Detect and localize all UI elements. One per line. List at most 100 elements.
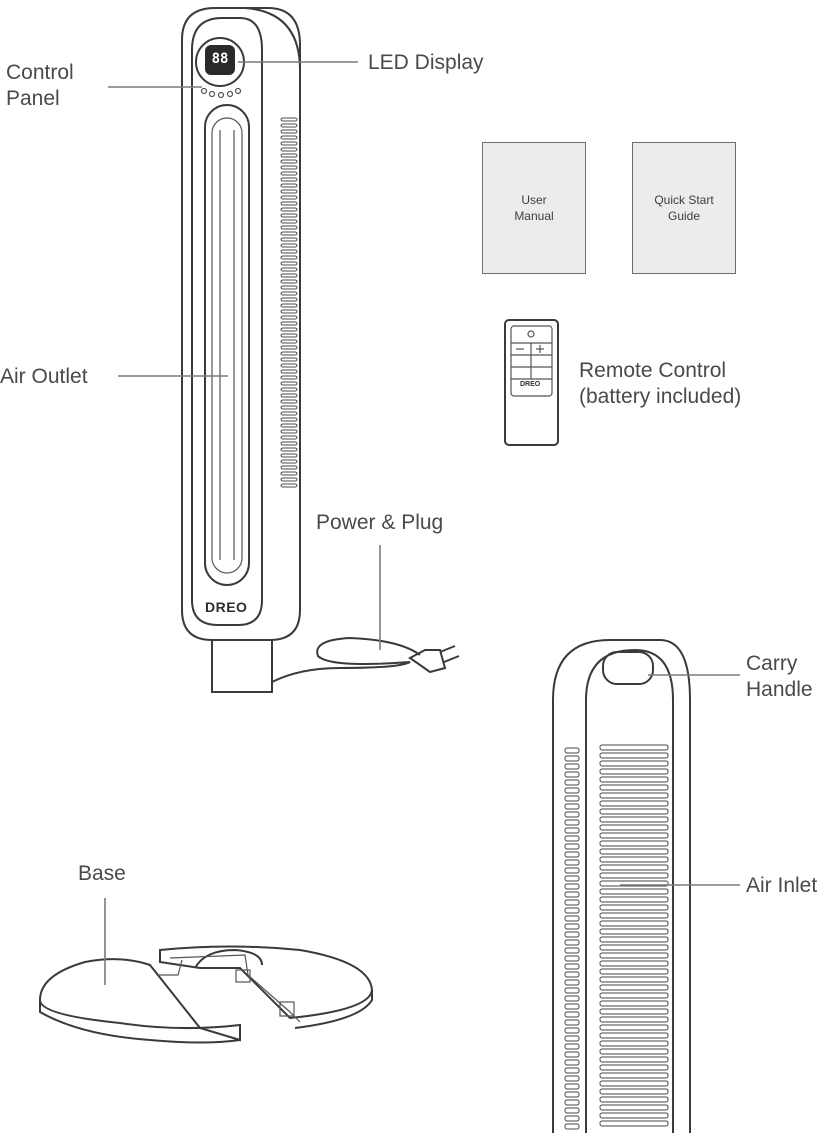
vent-slat [280, 195, 298, 200]
vent-slat [280, 417, 298, 422]
vent-slat [564, 979, 580, 986]
vent-slat [564, 1011, 580, 1018]
vent-slat [564, 747, 580, 754]
vent-slat [280, 339, 298, 344]
tower-fan-front [181, 7, 460, 693]
vent-slat [599, 880, 669, 887]
vent-slat [280, 423, 298, 428]
vent-slat [280, 201, 298, 206]
vent-slat [599, 1000, 669, 1007]
vent-slat [564, 987, 580, 994]
vent-slat [280, 207, 298, 212]
vent-slat [280, 459, 298, 464]
vent-slat [599, 824, 669, 831]
vent-slat [280, 315, 298, 320]
vent-slat [280, 135, 298, 140]
vent-slat [280, 249, 298, 254]
vent-slat [564, 795, 580, 802]
vent-slat [599, 976, 669, 983]
vent-slat [599, 896, 669, 903]
vent-slat [564, 843, 580, 850]
vent-slat [564, 803, 580, 810]
vent-slat [599, 840, 669, 847]
side-vents [280, 117, 298, 488]
user-manual-title-line2: Manual [514, 209, 554, 223]
vent-slat [599, 944, 669, 951]
label-power-plug: Power & Plug [316, 511, 444, 534]
vent-slat [599, 1056, 669, 1063]
vent-slat [564, 1051, 580, 1058]
vent-slat [599, 1048, 669, 1055]
vent-slat [599, 792, 669, 799]
vent-slat [564, 851, 580, 858]
vent-slat [280, 141, 298, 146]
vent-slat [280, 129, 298, 134]
vent-slat [280, 333, 298, 338]
vent-slat [599, 904, 669, 911]
vent-slat [280, 171, 298, 176]
vent-slat [564, 1075, 580, 1082]
vent-slat [599, 992, 669, 999]
vent-slat [280, 153, 298, 158]
vent-slat [280, 177, 298, 182]
vent-slat [599, 984, 669, 991]
vent-slat [564, 875, 580, 882]
vent-slat [599, 768, 669, 775]
vent-slat [280, 351, 298, 356]
vent-slat [564, 1027, 580, 1034]
vent-slat [280, 453, 298, 458]
vent-slat [280, 363, 298, 368]
vent-slat [280, 189, 298, 194]
vent-slat [564, 1043, 580, 1050]
label-control-panel: Control Panel [6, 61, 74, 110]
vent-slat [280, 255, 298, 260]
rear-vents [599, 744, 669, 1127]
vent-slat [280, 447, 298, 452]
vent-slat [280, 309, 298, 314]
label-led-display: LED Display [368, 51, 484, 74]
vent-slat [599, 1040, 669, 1047]
label-carry-handle: Carry Handle [746, 652, 813, 701]
vent-slat [280, 357, 298, 362]
brand-logo: DREO [205, 599, 248, 615]
label-remote-control: Remote Control (battery included) [579, 359, 742, 408]
vent-slat [564, 995, 580, 1002]
air-outlet-slot [204, 104, 250, 586]
vent-slat [564, 859, 580, 866]
vent-slat [564, 835, 580, 842]
vent-slat [564, 1107, 580, 1114]
label-air-outlet: Air Outlet [0, 365, 88, 388]
vent-slat [599, 888, 669, 895]
vent-slat [599, 1024, 669, 1031]
vent-slat [280, 465, 298, 470]
vent-slat [599, 832, 669, 839]
vent-slat [599, 1072, 669, 1079]
vent-slat [564, 955, 580, 962]
tower-fan-rear [552, 639, 691, 1133]
vent-slat [280, 285, 298, 290]
vent-slat [599, 1088, 669, 1095]
vent-slat [280, 261, 298, 266]
vent-slat [599, 872, 669, 879]
vent-slat [599, 1064, 669, 1071]
vent-slat [280, 219, 298, 224]
vent-slat [564, 1059, 580, 1066]
vent-slat [599, 960, 669, 967]
vent-slat [564, 771, 580, 778]
vent-slat [599, 848, 669, 855]
vent-slat [564, 1067, 580, 1074]
vent-slat [599, 816, 669, 823]
vent-slat [564, 899, 580, 906]
led-display-digits: 88 [211, 51, 229, 67]
label-base: Base [78, 862, 126, 885]
vent-slat [280, 477, 298, 482]
vent-slat [280, 267, 298, 272]
vent-slat [564, 819, 580, 826]
vent-slat [564, 763, 580, 770]
vent-slat [564, 1123, 580, 1130]
vent-slat [280, 405, 298, 410]
vent-slat [280, 375, 298, 380]
vent-slat [564, 1115, 580, 1122]
vent-slat [280, 483, 298, 488]
